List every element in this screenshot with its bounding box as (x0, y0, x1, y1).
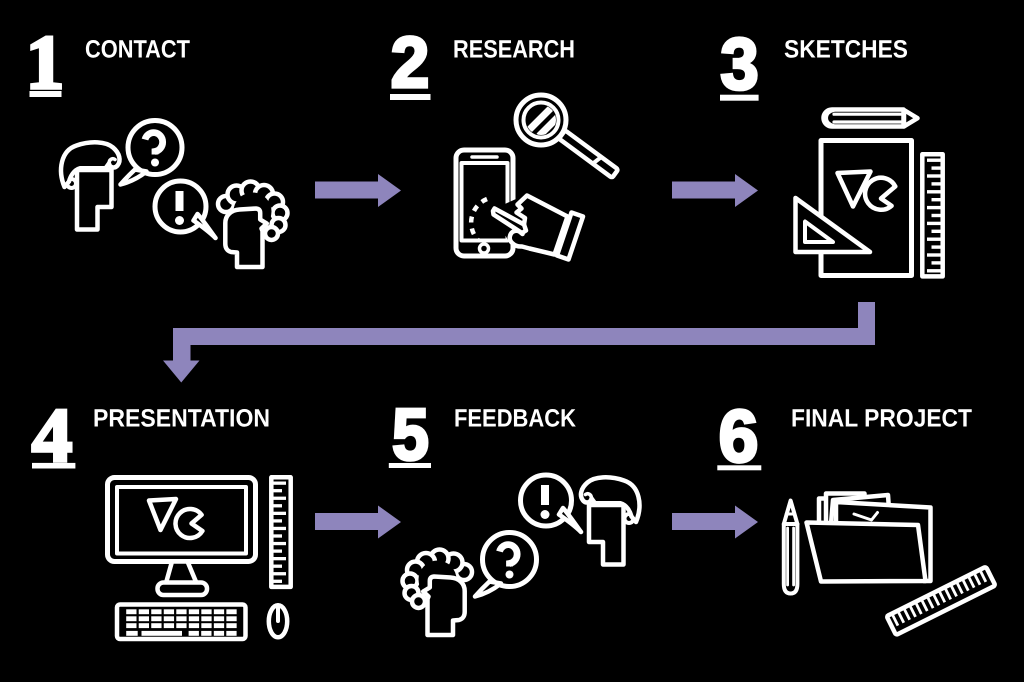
svg-text:CONTACT: CONTACT (85, 36, 190, 64)
svg-text:6: 6 (719, 395, 759, 478)
svg-text:SKETCHES: SKETCHES (784, 36, 908, 64)
svg-text:2: 2 (391, 23, 430, 103)
svg-text:3: 3 (720, 24, 758, 105)
svg-text:FINAL PROJECT: FINAL PROJECT (791, 405, 972, 433)
svg-text:PRESENTATION: PRESENTATION (93, 405, 270, 433)
svg-text:RESEARCH: RESEARCH (453, 36, 575, 64)
svg-text:FEEDBACK: FEEDBACK (454, 405, 576, 433)
